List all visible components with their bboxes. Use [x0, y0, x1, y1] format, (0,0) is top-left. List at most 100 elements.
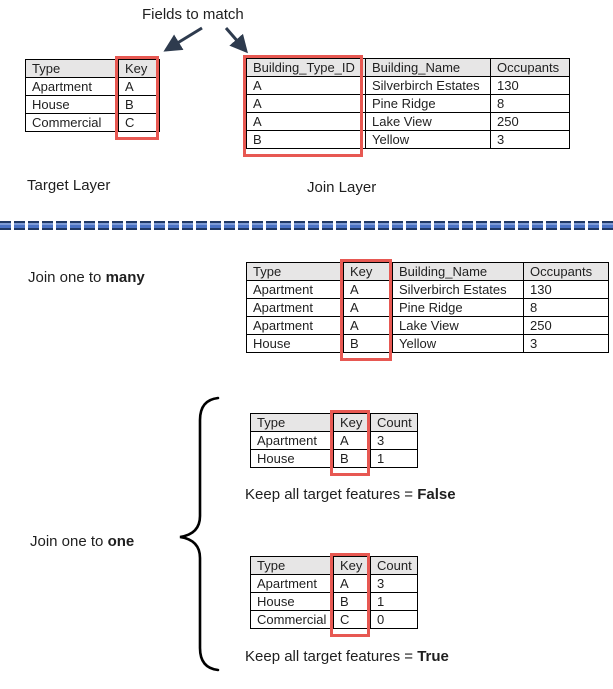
target-layer-label: Target Layer	[27, 177, 111, 194]
table-cell: 130	[490, 76, 570, 95]
join-one-to-many-bold: many	[105, 269, 145, 286]
keep-false-prefix: Keep all target features =	[245, 486, 418, 503]
table-cell: Yellow	[365, 130, 491, 149]
table-cell: B	[333, 449, 371, 468]
table-cell: Apartment	[25, 77, 119, 96]
table-cell: B	[118, 95, 160, 114]
table-cell: 1	[370, 449, 418, 468]
column-header: Type	[250, 556, 334, 575]
table-cell: 3	[523, 334, 609, 353]
table-cell: House	[250, 449, 334, 468]
keep-false-caption: Keep all target features = False	[245, 486, 456, 503]
column-header: Occupants	[523, 262, 609, 281]
table-cell: 1	[370, 592, 418, 611]
table-cell: A	[246, 94, 366, 113]
table-cell: Apartment	[250, 431, 334, 450]
column-header: Building_Name	[392, 262, 524, 281]
section-divider	[0, 221, 613, 230]
keep-false-bold: False	[417, 486, 456, 503]
keep-true-caption: Keep all target features = True	[245, 648, 449, 665]
column-header: Count	[370, 413, 418, 432]
table-cell: A	[333, 574, 371, 593]
table-cell: 8	[523, 298, 609, 317]
table-cell: Lake View	[392, 316, 524, 335]
column-header: Count	[370, 556, 418, 575]
table-cell: Apartment	[246, 280, 344, 299]
curly-brace-icon	[179, 396, 220, 672]
table-cell: A	[246, 112, 366, 131]
fields-to-match-arrows	[163, 26, 248, 54]
table-cell: A	[343, 280, 393, 299]
table-cell: Apartment	[250, 574, 334, 593]
table-cell: 0	[370, 610, 418, 629]
keep-true-bold: True	[417, 648, 449, 665]
column-header: Building_Name	[365, 58, 491, 77]
table-cell: Pine Ridge	[365, 94, 491, 113]
column-header: Type	[25, 59, 119, 78]
table-cell: B	[333, 592, 371, 611]
table-cell: A	[118, 77, 160, 96]
column-header: Key	[118, 59, 160, 78]
table-cell: C	[333, 610, 371, 629]
fields-to-match-title: Fields to match	[142, 6, 244, 23]
table-cell: Silverbirch Estates	[365, 76, 491, 95]
column-header: Key	[343, 262, 393, 281]
join-one-to-one-bold: one	[107, 533, 135, 550]
table-cell: 3	[370, 431, 418, 450]
table-cell: 130	[523, 280, 609, 299]
table-cell: C	[118, 113, 160, 132]
keep-true-prefix: Keep all target features =	[245, 648, 418, 665]
table-cell: 250	[490, 112, 570, 131]
table-cell: House	[25, 95, 119, 114]
table-cell: B	[246, 130, 366, 149]
table-cell: Pine Ridge	[392, 298, 524, 317]
table-cell: Commercial	[250, 610, 334, 629]
table-cell: 3	[490, 130, 570, 149]
table-cell: Apartment	[246, 298, 344, 317]
table-cell: 250	[523, 316, 609, 335]
table-cell: A	[246, 76, 366, 95]
column-header: Key	[333, 556, 371, 575]
table-cell: A	[343, 298, 393, 317]
arrow-to-target-key-icon	[163, 26, 203, 52]
join-one-to-many-label: Join one to many	[28, 269, 145, 286]
table-cell: B	[343, 334, 393, 353]
table-cell: Apartment	[246, 316, 344, 335]
table-cell: House	[246, 334, 344, 353]
join-one-to-one-prefix: Join one to	[30, 533, 108, 550]
table-cell: Lake View	[365, 112, 491, 131]
table-cell: A	[333, 431, 371, 450]
arrow-to-join-key-icon	[224, 27, 248, 54]
join-one-to-one-label: Join one to one	[30, 533, 134, 550]
join-one-to-many-prefix: Join one to	[28, 269, 106, 286]
column-header: Occupants	[490, 58, 570, 77]
table-cell: 3	[370, 574, 418, 593]
table-cell: Commercial	[25, 113, 119, 132]
column-header: Key	[333, 413, 371, 432]
